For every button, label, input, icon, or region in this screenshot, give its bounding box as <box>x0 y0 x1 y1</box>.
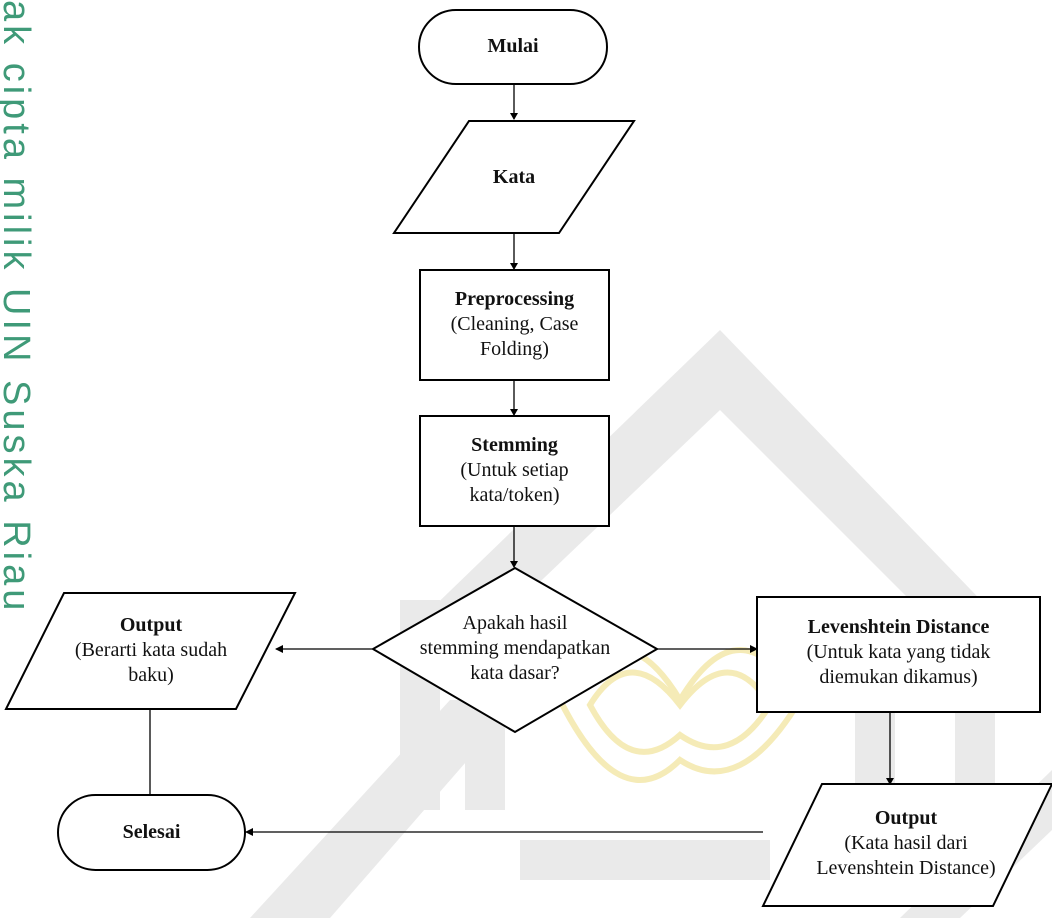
node-end-title: Selesai <box>122 821 181 843</box>
node-output-left-title: Output <box>119 614 183 636</box>
node-stemming-title: Stemming <box>471 434 558 456</box>
node-preprocessing-title: Preprocessing <box>454 288 575 310</box>
node-output-left-line1: (Berarti kata sudah <box>74 639 228 661</box>
node-stemming-line2: kata/token) <box>469 484 560 506</box>
arrowheads <box>146 113 894 836</box>
node-output-right: Output (Kata hasil dari Levenshtein Dist… <box>790 806 1022 881</box>
node-decision-line1: Apakah hasil <box>462 612 568 634</box>
node-input-shape <box>392 120 636 234</box>
node-decision-shape <box>371 566 659 734</box>
node-output-right-line1: (Kata hasil dari <box>844 832 968 854</box>
node-decision-line3: kata dasar? <box>470 662 560 684</box>
node-levenshtein: Levenshtein Distance (Untuk kata yang ti… <box>757 615 1040 690</box>
node-start-shape <box>418 9 608 85</box>
node-end: Selesai <box>58 820 245 845</box>
node-output-right-line2: Levenshtein Distance) <box>816 857 996 879</box>
node-output-left: Output (Berarti kata sudah baku) <box>40 613 262 688</box>
node-decision-line2: stemming mendapatkan <box>419 637 611 659</box>
node-preprocessing-shape <box>419 269 610 381</box>
node-input-title: Kata <box>492 166 536 188</box>
node-input: Kata <box>424 165 604 190</box>
node-output-right-title: Output <box>874 807 938 829</box>
node-output-right-shape <box>761 783 1052 907</box>
node-levenshtein-shape <box>756 596 1041 713</box>
node-levenshtein-title: Levenshtein Distance <box>807 616 990 638</box>
node-start-title: Mulai <box>487 35 539 57</box>
node-preprocessing-line1: (Cleaning, Case <box>450 313 579 335</box>
connectors <box>149 84 891 833</box>
node-start: Mulai <box>419 34 607 59</box>
node-stemming-line1: (Untuk setiap <box>460 459 569 481</box>
node-stemming-shape <box>419 415 610 527</box>
node-output-left-shape <box>4 592 297 710</box>
node-stemming: Stemming (Untuk setiap kata/token) <box>420 433 609 508</box>
node-decision: Apakah hasil stemming mendapatkan kata d… <box>403 611 627 686</box>
node-preprocessing: Preprocessing (Cleaning, Case Folding) <box>420 287 609 362</box>
node-preprocessing-line2: Folding) <box>480 338 549 360</box>
node-levenshtein-line1: (Untuk kata yang tidak <box>806 641 991 663</box>
node-levenshtein-line2: diemukan dikamus) <box>819 666 978 688</box>
node-end-shape <box>57 794 246 871</box>
shapes <box>4 9 1052 907</box>
side-watermark-text: ak cipta milik UIN Suska Riau <box>0 0 37 615</box>
node-output-left-line2: baku) <box>128 664 174 686</box>
